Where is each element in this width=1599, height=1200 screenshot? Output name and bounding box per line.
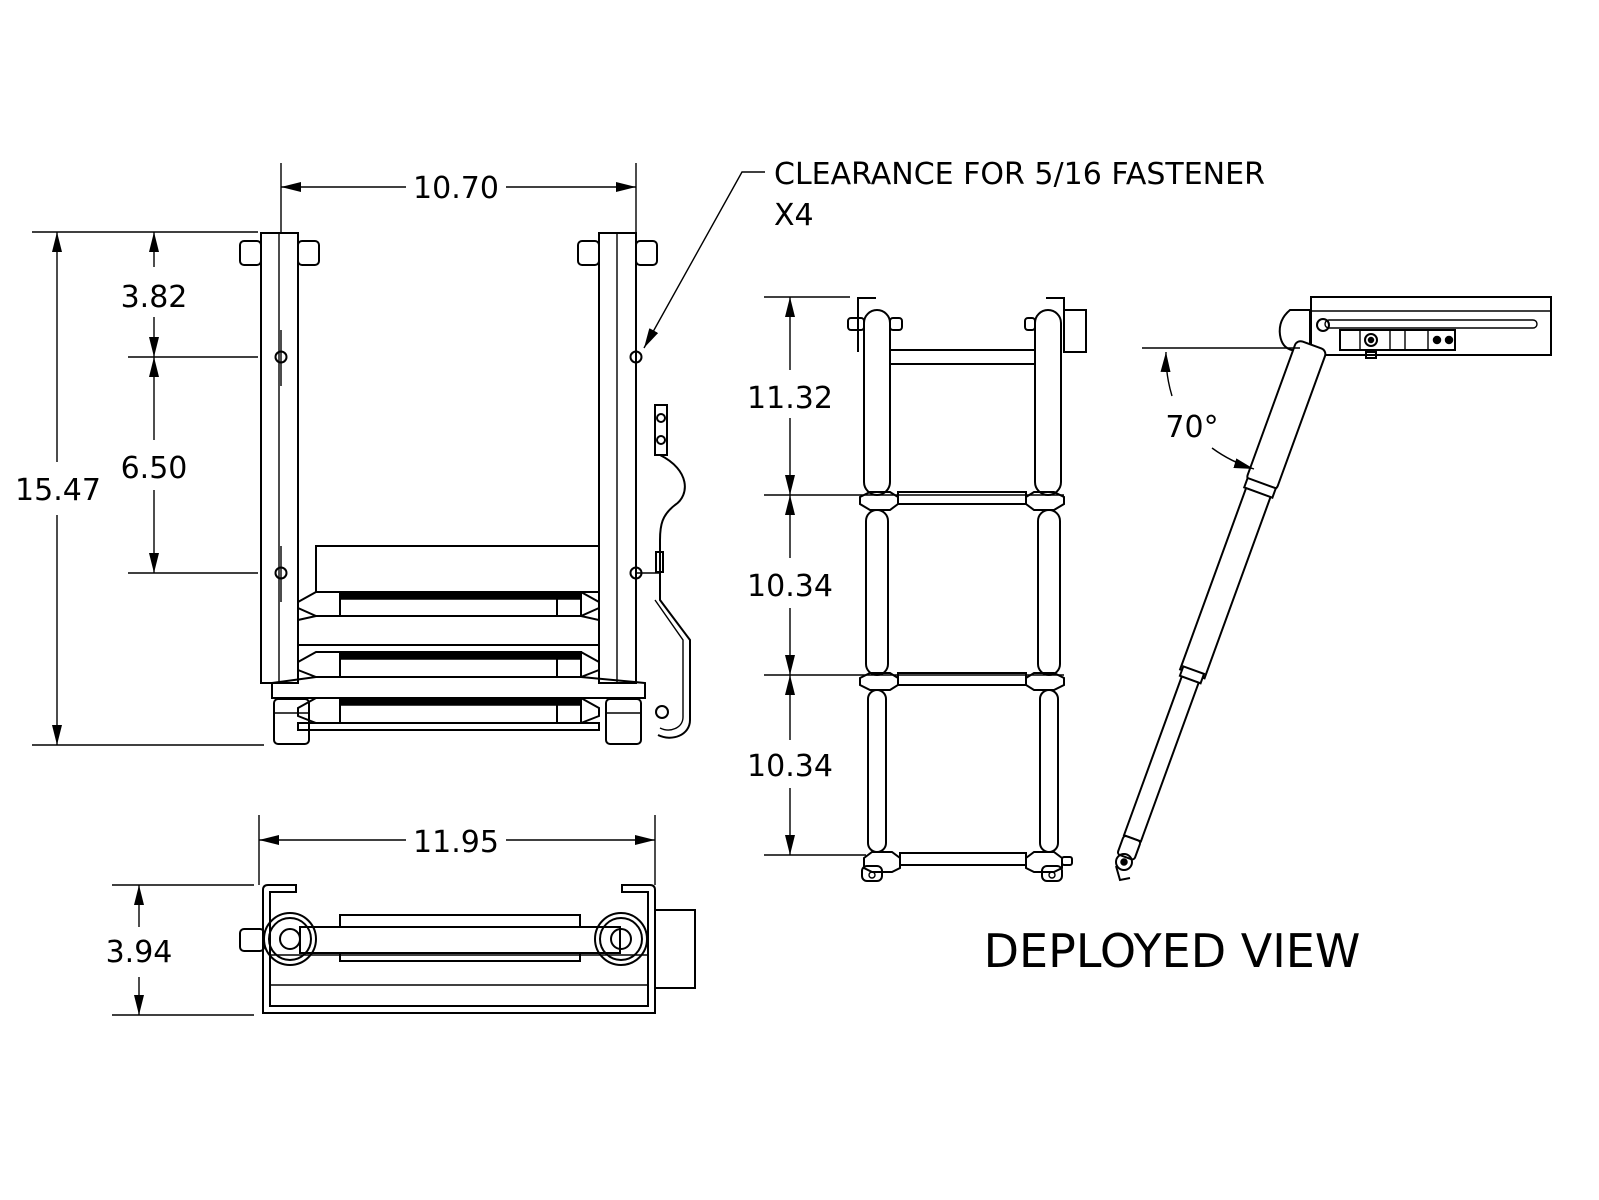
- mounting-hole: [274, 546, 288, 602]
- ladder-step: [271, 651, 646, 699]
- callout-line-2: X4: [774, 198, 814, 233]
- hole-spacing-dimension: 6.50: [121, 357, 188, 573]
- deployed-step-2-dimension: 10.34: [747, 495, 833, 675]
- front-width-value: 10.70: [413, 171, 499, 206]
- front-view: 10.70: [15, 163, 691, 746]
- mounting-hole: [274, 330, 288, 386]
- fastener-callout: CLEARANCE FOR 5/16 FASTENER X4: [643, 157, 1265, 349]
- deployed-step-3-dimension: 10.34: [747, 675, 833, 855]
- deployed-step: [859, 672, 1065, 691]
- deployed-ladder-side: 70°: [1115, 296, 1552, 882]
- hole-spacing-value: 6.50: [121, 451, 188, 486]
- top-to-hole-dimension: 3.82: [121, 232, 188, 357]
- top-to-hole-value: 3.82: [121, 280, 188, 315]
- deployed-step-1-value: 11.32: [747, 381, 833, 416]
- deployed-step: [859, 491, 1065, 511]
- ladder-step: [297, 591, 600, 646]
- front-height-value: 15.47: [15, 473, 101, 508]
- callout-line-1: CLEARANCE FOR 5/16 FASTENER: [774, 157, 1265, 192]
- top-view: 11.95 3.94: [106, 815, 696, 1016]
- front-height-dimension: 15.47: [15, 232, 101, 745]
- deployed-angle-value: 70°: [1165, 410, 1218, 445]
- deployed-view-title: DEPLOYED VIEW: [984, 924, 1361, 978]
- deployed-step-3-value: 10.34: [747, 749, 833, 784]
- roller: [594, 912, 648, 966]
- deployed-step-2-value: 10.34: [747, 569, 833, 604]
- ladder-step: [297, 697, 600, 731]
- top-depth-dimension: 3.94: [106, 885, 173, 1015]
- top-width-dimension: 11.95: [259, 825, 655, 860]
- deployed-step: [863, 851, 1073, 873]
- top-depth-value: 3.94: [106, 935, 173, 970]
- front-width-dimension: 10.70: [281, 171, 636, 206]
- mounting-hole: [629, 330, 643, 386]
- deployed-ladder-front: 11.32 10.34 10.34: [747, 296, 1087, 882]
- top-width-value: 11.95: [413, 825, 499, 860]
- roller: [263, 912, 317, 966]
- deployed-step-1-dimension: 11.32: [747, 297, 833, 495]
